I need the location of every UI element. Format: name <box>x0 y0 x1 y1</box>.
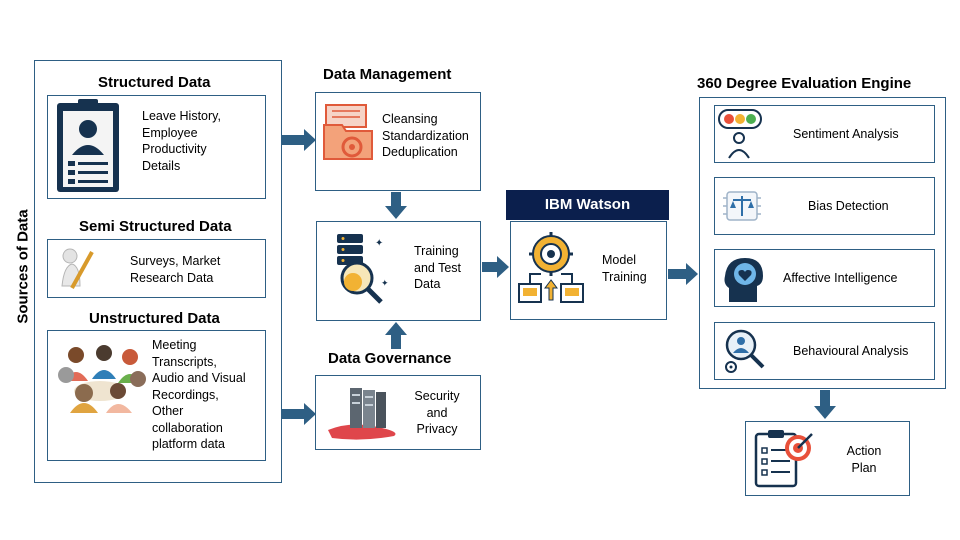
action-plan-box: Action Plan <box>745 421 910 496</box>
data-governance-title: Data Governance <box>328 350 452 367</box>
svg-text:✦: ✦ <box>381 278 389 288</box>
data-governance-text: Security and Privacy <box>414 389 460 436</box>
sentiment-analysis-label: Sentiment Analysis <box>793 127 899 141</box>
data-management-title: Data Management <box>323 66 452 83</box>
structured-data-title: Structured Data <box>98 74 211 91</box>
bias-scale-chip-icon <box>723 191 761 221</box>
bias-detection-label: Bias Detection <box>808 199 889 213</box>
affective-intelligence-label: Affective Intelligence <box>783 271 898 285</box>
structured-data-box: Leave History, Employee Productivity Det… <box>47 95 266 199</box>
behavioural-analysis-label: Behavioural Analysis <box>793 344 909 358</box>
evaluation-engine-title: 360 Degree Evaluation Engine <box>697 75 912 92</box>
arrow-training-to-watson <box>482 256 509 278</box>
data-governance-box: Security and Privacy <box>315 375 481 450</box>
training-test-data-box: ✦ ✦ Training and Test Data <box>316 221 481 321</box>
data-cleansing-folder-icon <box>323 104 373 160</box>
behaviour-magnifier-icon <box>725 329 765 373</box>
semi-structured-data-text: Surveys, Market Research Data <box>130 254 221 285</box>
server-security-icon <box>328 388 396 440</box>
unstructured-data-text: Meeting Transcripts, Audio and Visual Re… <box>152 338 246 451</box>
arrow-unstructured-to-governance <box>282 403 316 425</box>
behavioural-analysis-box: Behavioural Analysis <box>714 322 935 380</box>
action-plan-checklist-icon <box>754 430 813 488</box>
training-test-data-text: Training and Test Data <box>414 244 462 291</box>
sources-of-data-label: Sources of Data <box>14 209 32 324</box>
data-management-text: Cleansing Standardization Deduplication <box>382 112 469 159</box>
arrow-governance-to-training <box>385 322 407 349</box>
ibm-watson-header: IBM Watson <box>506 190 669 220</box>
arrow-structured-to-management <box>282 129 316 151</box>
unstructured-data-title: Unstructured Data <box>89 310 220 327</box>
action-plan-text: Action Plan <box>846 444 882 475</box>
sentiment-faces-icon <box>718 109 762 159</box>
model-training-text: Model Training <box>602 253 647 284</box>
person-writing-icon <box>61 248 94 289</box>
meeting-group-icon <box>58 345 146 413</box>
structured-data-text: Leave History, Employee Productivity Det… <box>142 109 221 173</box>
model-training-box: Model Training <box>510 221 667 320</box>
unstructured-data-box: Meeting Transcripts, Audio and Visual Re… <box>47 330 266 461</box>
arrow-evaluation-to-action-plan <box>814 390 836 419</box>
arrow-watson-to-evaluation <box>668 263 698 285</box>
data-management-box: Cleansing Standardization Deduplication <box>315 92 481 191</box>
brain-head-icon <box>724 258 763 302</box>
employee-profile-icon <box>57 99 119 192</box>
affective-intelligence-box: Affective Intelligence <box>714 249 935 307</box>
data-search-icon: ✦ ✦ <box>337 234 389 304</box>
svg-text:✦: ✦ <box>375 238 383 249</box>
arrow-management-to-training <box>385 192 407 219</box>
semi-structured-data-box: Surveys, Market Research Data <box>47 239 266 298</box>
semi-structured-data-title: Semi Structured Data <box>79 218 232 235</box>
bias-detection-box: Bias Detection <box>714 177 935 235</box>
sentiment-analysis-box: Sentiment Analysis <box>714 105 935 163</box>
model-training-gear-icon <box>518 232 584 303</box>
